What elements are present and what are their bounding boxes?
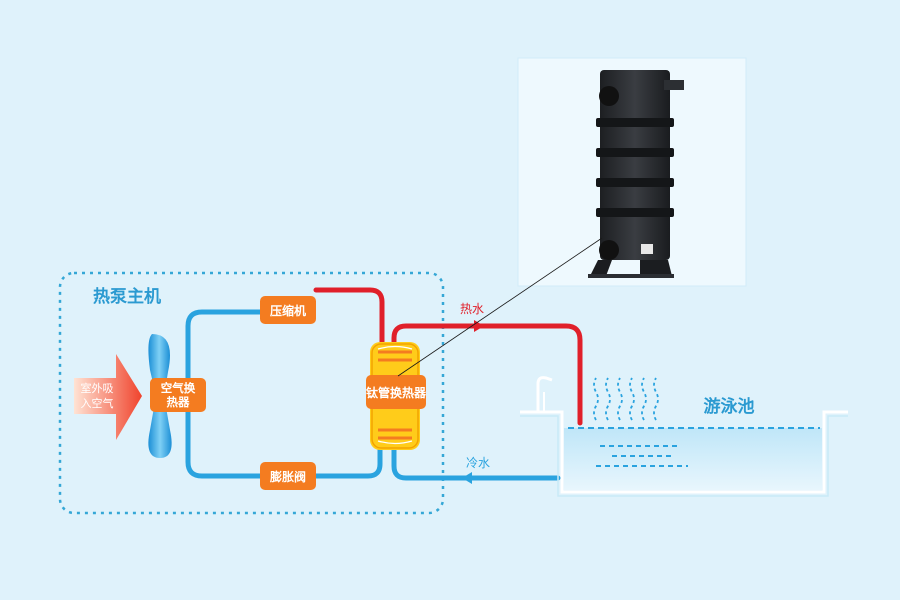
plate-heat-exchanger-image [588, 70, 684, 278]
air-heat-exchanger-label-line1: 空气换 [161, 381, 196, 395]
compressor-discharge-pipe [313, 287, 385, 345]
air-heat-exchanger-box [150, 378, 206, 412]
air-heat-exchanger-label-line2: 热器 [167, 395, 190, 409]
cold-water-pipe [391, 447, 561, 481]
callout-line [397, 237, 603, 377]
expansion-valve-label: 膨胀阀 [269, 469, 306, 484]
pool-label: 游泳池 [704, 396, 755, 417]
titanium-heat-exchanger-label: 钛管换热器 [366, 385, 427, 400]
heat-pump-unit-title: 热泵主机 [93, 286, 161, 307]
compressor-box [260, 296, 316, 324]
cold-water-flow-arrow-icon [462, 472, 472, 484]
expansion-valve-box [260, 462, 316, 490]
refrigerant-loop [185, 309, 383, 479]
outdoor-air-arrow-icon [74, 354, 142, 440]
heat-pump-unit-boundary [58, 271, 445, 515]
outdoor-air-label-line1: 室外吸 [81, 381, 114, 395]
cold-water-label: 冷水 [466, 456, 490, 470]
steam-wave-icon [593, 377, 659, 421]
hot-water-flow-arrow-icon [474, 320, 484, 332]
outdoor-air-label-line2: 入空气 [81, 396, 114, 410]
titanium-heat-exchanger [366, 342, 426, 450]
hot-water-label: 热水 [460, 302, 484, 316]
swimming-pool [520, 376, 848, 497]
hot-water-pipe [391, 323, 583, 426]
compressor-label: 压缩机 [270, 303, 306, 318]
